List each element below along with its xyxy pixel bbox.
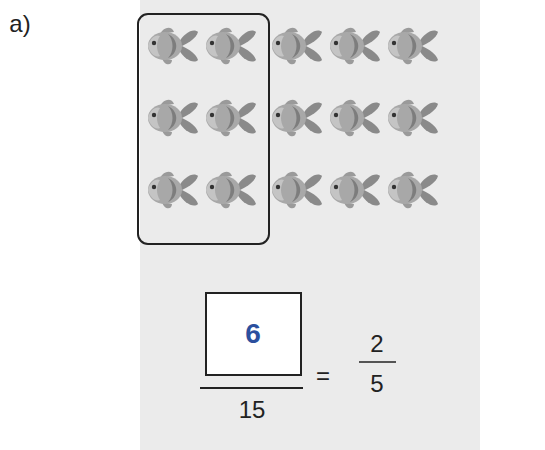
fish (388, 28, 438, 65)
fish (206, 100, 256, 137)
fish (388, 172, 438, 209)
fish (330, 172, 380, 209)
answer-number: 6 (245, 320, 261, 348)
fish (148, 28, 198, 65)
fish (272, 28, 322, 65)
fish (206, 172, 256, 209)
fish (330, 28, 380, 65)
fish (148, 172, 198, 209)
fish (272, 172, 322, 209)
denominator: 15 (239, 398, 266, 422)
answer-box: 6 (205, 292, 302, 376)
fish (148, 100, 198, 137)
fish (388, 100, 438, 137)
fish (272, 100, 322, 137)
fraction-bar (200, 387, 303, 389)
equals-sign: = (316, 364, 330, 388)
grouping-outline (138, 14, 269, 244)
fish (206, 28, 256, 65)
part-label: a) (9, 12, 30, 36)
numerator: 2 (370, 332, 383, 356)
denominator: 5 (370, 372, 383, 396)
background-panel (140, 0, 480, 450)
fraction-bar (359, 361, 396, 363)
fish (330, 100, 380, 137)
